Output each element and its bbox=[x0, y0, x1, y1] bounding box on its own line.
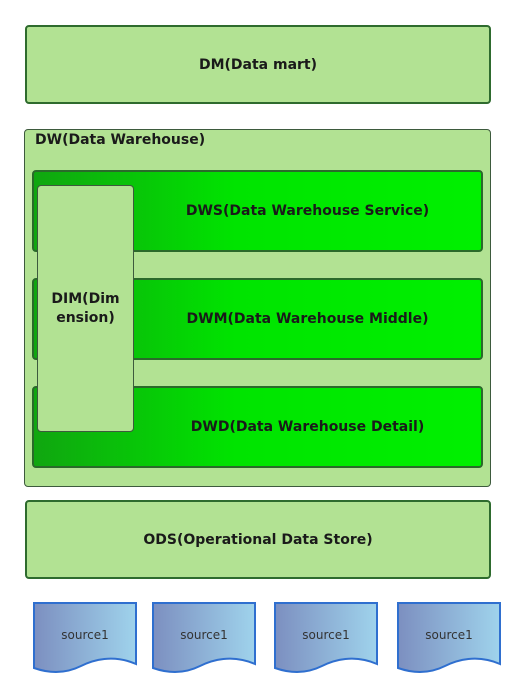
source-label: source1 bbox=[61, 628, 109, 642]
dim-label-line-2: ension) bbox=[56, 309, 115, 326]
source-label: source1 bbox=[425, 628, 473, 642]
source-label: source1 bbox=[180, 628, 228, 642]
ods-layer-label: ODS(Operational Data Store) bbox=[143, 531, 373, 548]
dwm-layer-label: DWM(Data Warehouse Middle) bbox=[186, 311, 429, 327]
document-shape-icon bbox=[152, 602, 256, 673]
source-document-3: source1 bbox=[274, 602, 378, 674]
document-shape-icon bbox=[33, 602, 137, 673]
source-document-1: source1 bbox=[33, 602, 137, 674]
dim-layer-box: DIM(Dim ension) bbox=[37, 185, 134, 432]
source-document-4: source1 bbox=[397, 602, 501, 674]
source-document-2: source1 bbox=[152, 602, 256, 674]
dim-label-line-1: DIM(Dim bbox=[51, 290, 120, 307]
document-shape-icon bbox=[274, 602, 378, 673]
source-label: source1 bbox=[302, 628, 350, 642]
dwd-layer-label: DWD(Data Warehouse Detail) bbox=[190, 419, 425, 435]
dim-layer-label: DIM(Dim ension) bbox=[51, 290, 119, 328]
document-shape-icon bbox=[397, 602, 501, 673]
dm-layer-label: DM(Data mart) bbox=[198, 56, 318, 73]
dws-layer-label: DWS(Data Warehouse Service) bbox=[185, 203, 430, 219]
dw-layer-label: DW(Data Warehouse) bbox=[35, 132, 206, 148]
dm-layer-box: DM(Data mart) bbox=[25, 25, 491, 104]
ods-layer-box: ODS(Operational Data Store) bbox=[25, 500, 491, 579]
